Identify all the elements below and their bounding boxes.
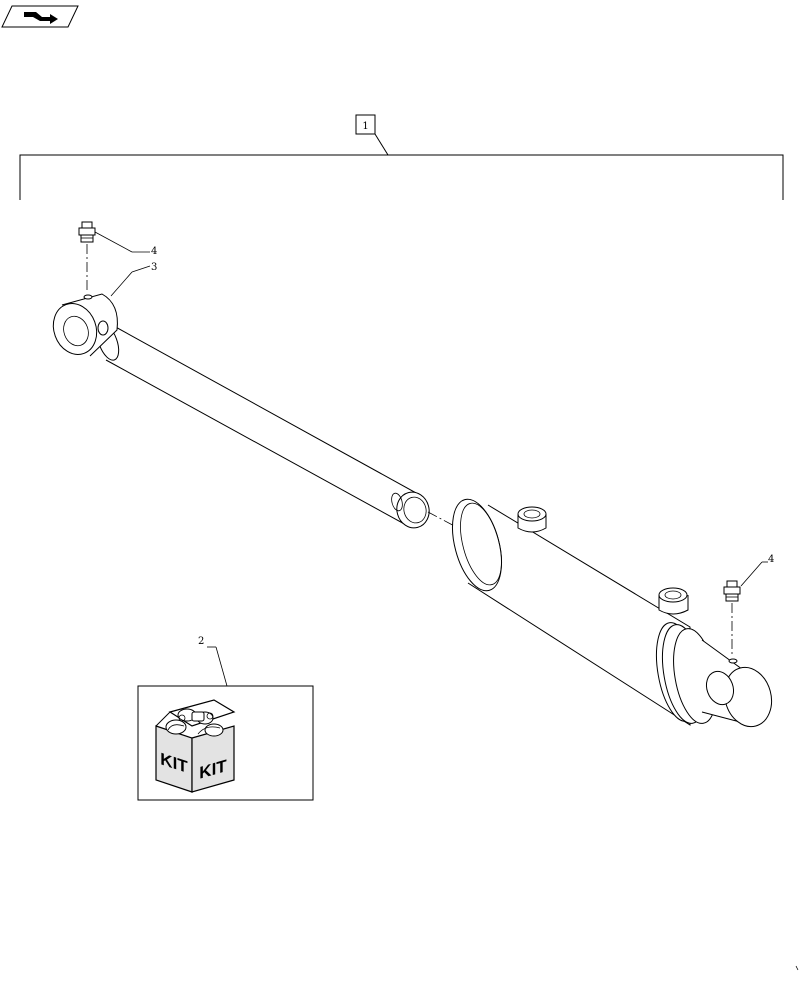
assembly-bracket: 1 xyxy=(19,114,784,200)
assembly-callout-1: 1 xyxy=(362,121,368,132)
callout-2: 2 xyxy=(198,636,204,647)
page-turn-arrow-icon xyxy=(24,12,58,24)
kit-box-icon: KIT KIT xyxy=(155,699,236,793)
cylinder-barrel xyxy=(452,498,773,728)
rod-assembly: 3 xyxy=(52,262,430,529)
corner-mark xyxy=(795,965,799,971)
nav-button[interactable] xyxy=(1,5,79,28)
callout-3: 3 xyxy=(151,262,157,273)
port-2 xyxy=(658,587,689,615)
callout-4-top: 4 xyxy=(151,246,157,257)
port-1 xyxy=(517,506,547,533)
kit-callout: 2 xyxy=(137,636,314,801)
grease-fitting-top: 4 xyxy=(78,221,157,292)
grease-fitting-bottom: 4 xyxy=(723,554,774,656)
callout-4-bottom: 4 xyxy=(768,554,774,565)
